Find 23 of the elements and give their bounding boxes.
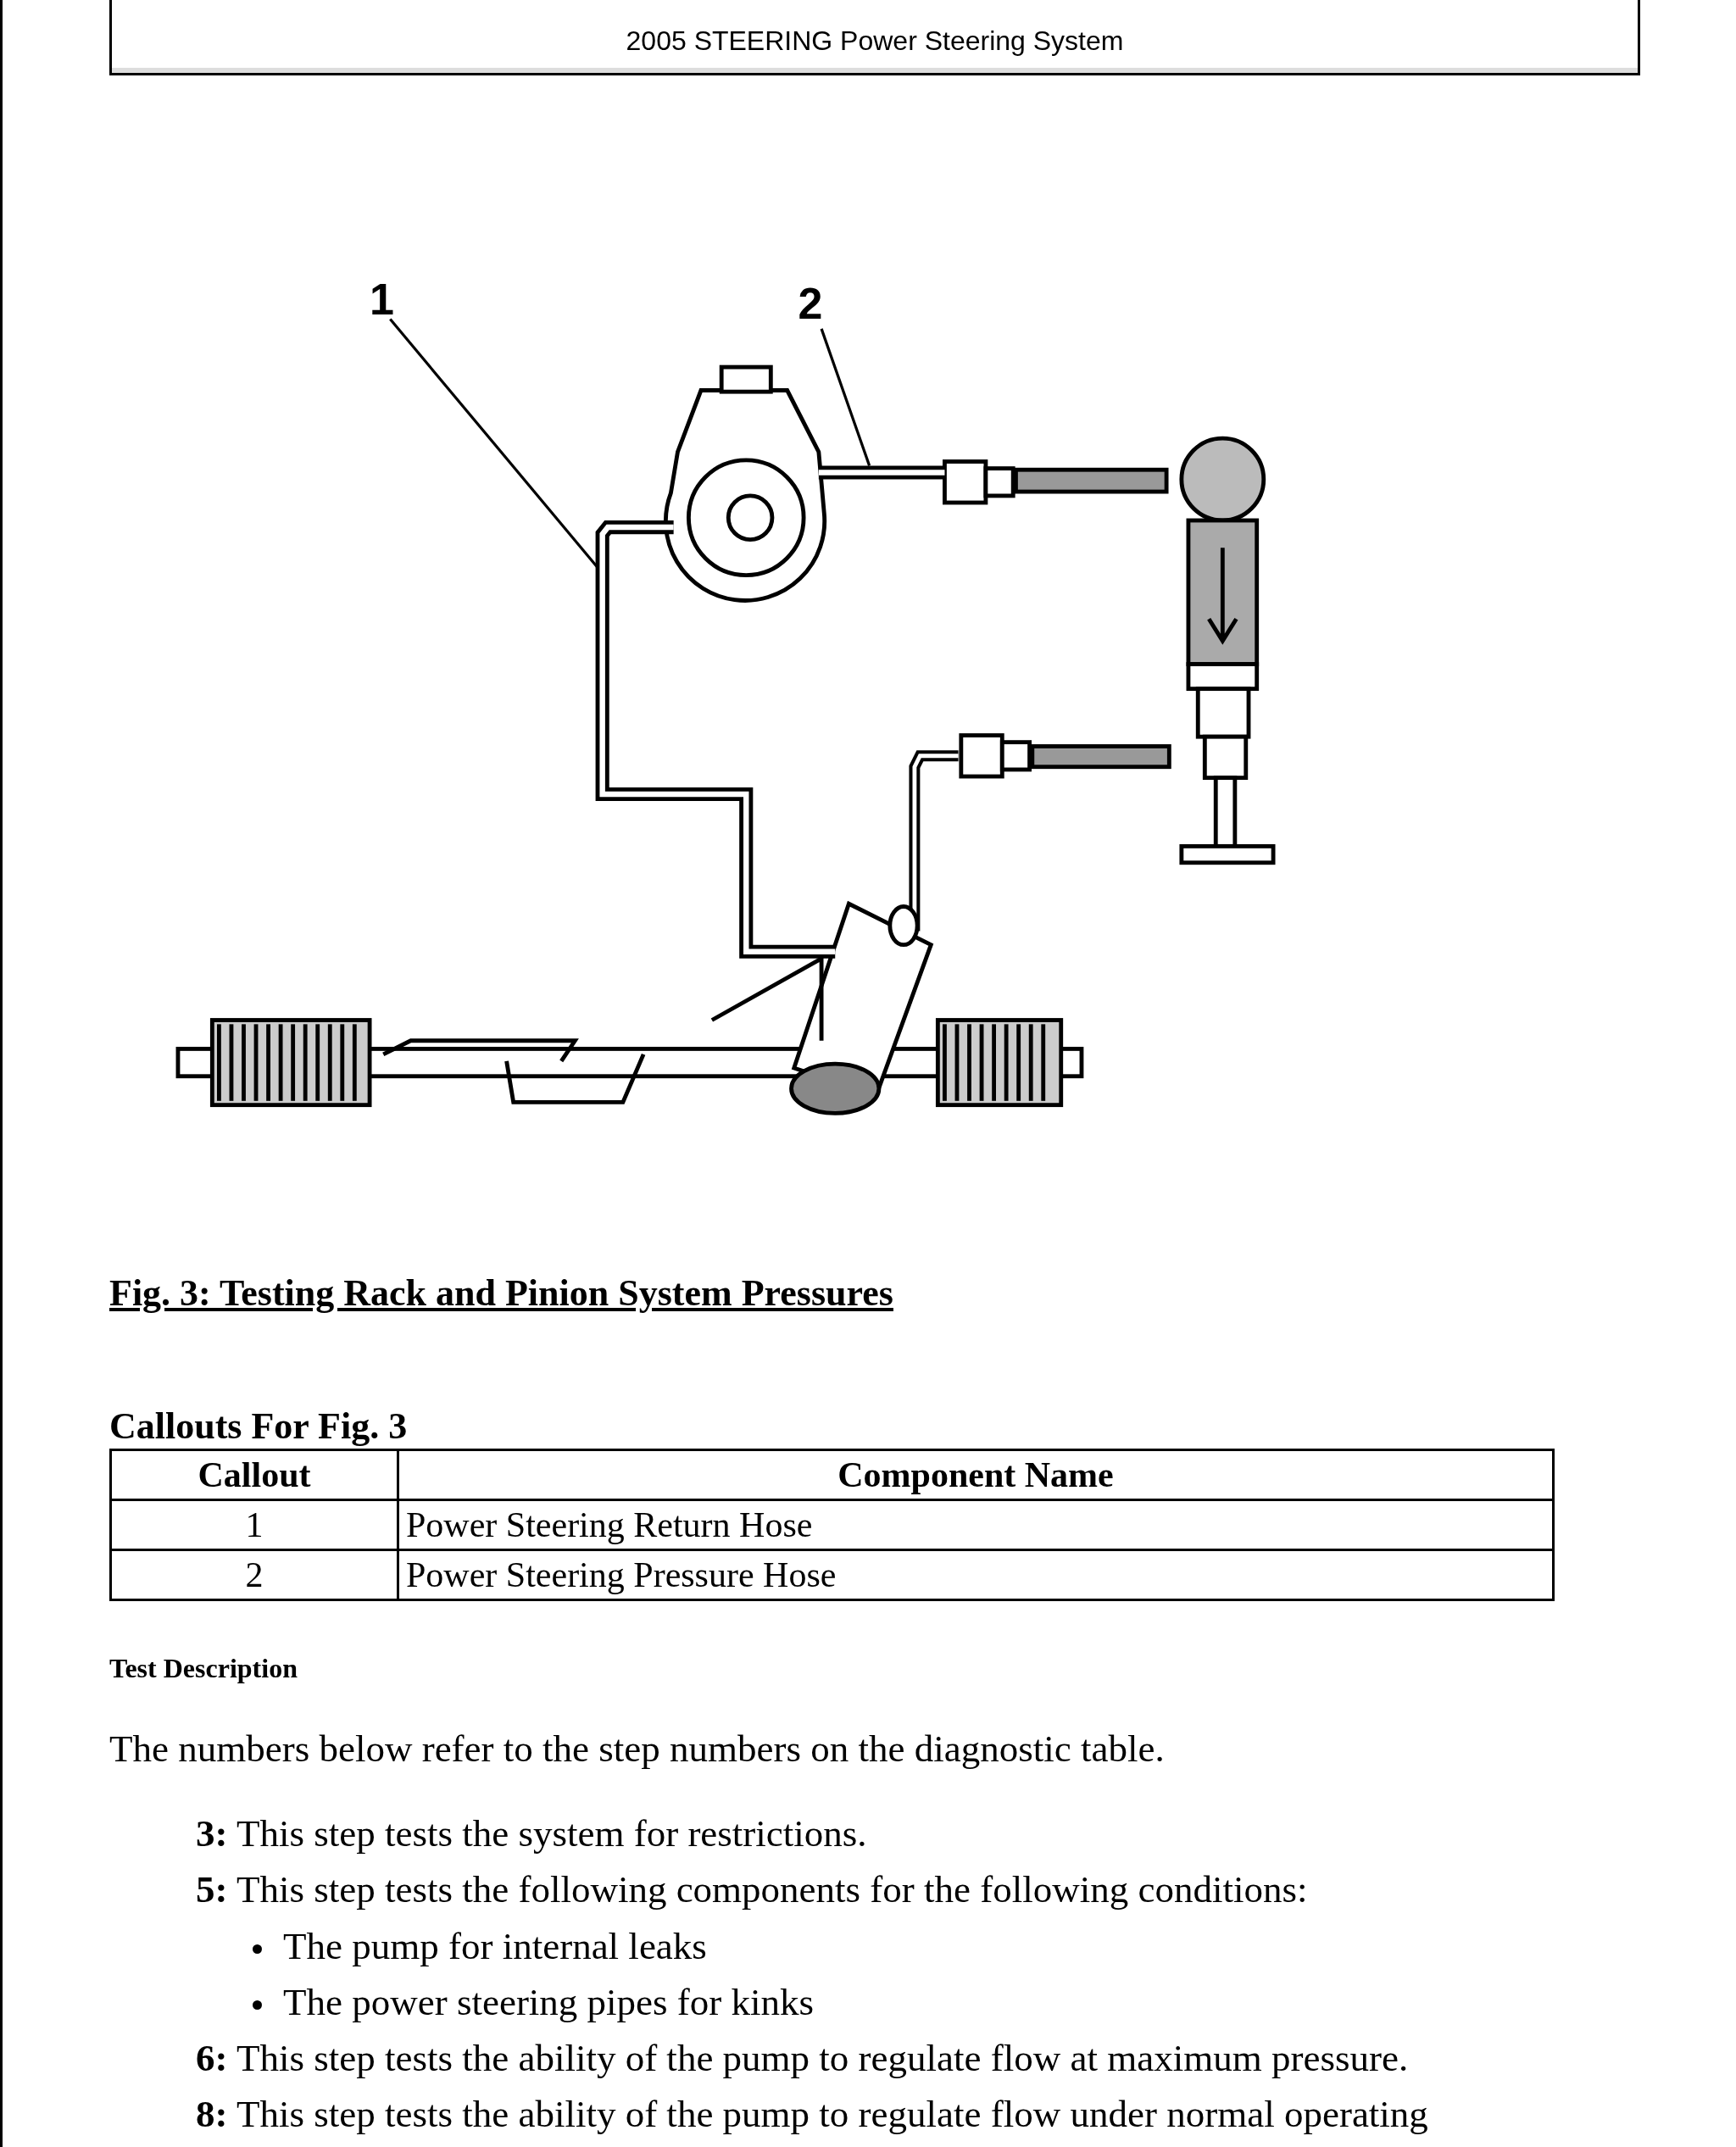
leader-line xyxy=(820,328,871,466)
return-hose xyxy=(595,520,836,959)
list-item: The power steering pipes for kinks xyxy=(283,1980,815,2024)
list-item: The pump for internal leaks xyxy=(283,1924,707,1968)
table-header-cell: Component Name xyxy=(398,1449,1554,1500)
list-item: 5: This step tests the following components for the following conditions: xyxy=(196,1867,1308,1911)
paragraph: The numbers below refer to the step numbers on the diagnostic table. xyxy=(109,1727,1165,1771)
list-item: 3: This step tests the system for restrictions. xyxy=(196,1811,867,1855)
figure-caption: Fig. 3: Testing Rack and Pinion System Pressures xyxy=(109,1271,893,1315)
callout-number: 1 xyxy=(370,274,394,325)
callout-number: 2 xyxy=(798,277,823,329)
leader-line xyxy=(389,318,600,570)
table-header-cell: Callout xyxy=(110,1449,398,1500)
table-cell: Power Steering Pressure Hose xyxy=(398,1549,1554,1600)
table-cell: 1 xyxy=(110,1499,398,1550)
list-item: 8: This step tests the ability of the pump to regulate flow under normal operating xyxy=(196,2092,1428,2136)
list-item: 6: This step tests the ability of the pump to regulate flow at maximum pressure. xyxy=(196,2036,1409,2080)
table-cell: Power Steering Return Hose xyxy=(398,1499,1554,1550)
section-heading: Test Description xyxy=(109,1653,298,1684)
header-title: 2005 STEERING Power Steering System xyxy=(625,25,1125,57)
table-heading: Callouts For Fig. 3 xyxy=(109,1404,408,1448)
pressure-hose xyxy=(818,465,945,480)
table-cell: 2 xyxy=(110,1549,398,1600)
